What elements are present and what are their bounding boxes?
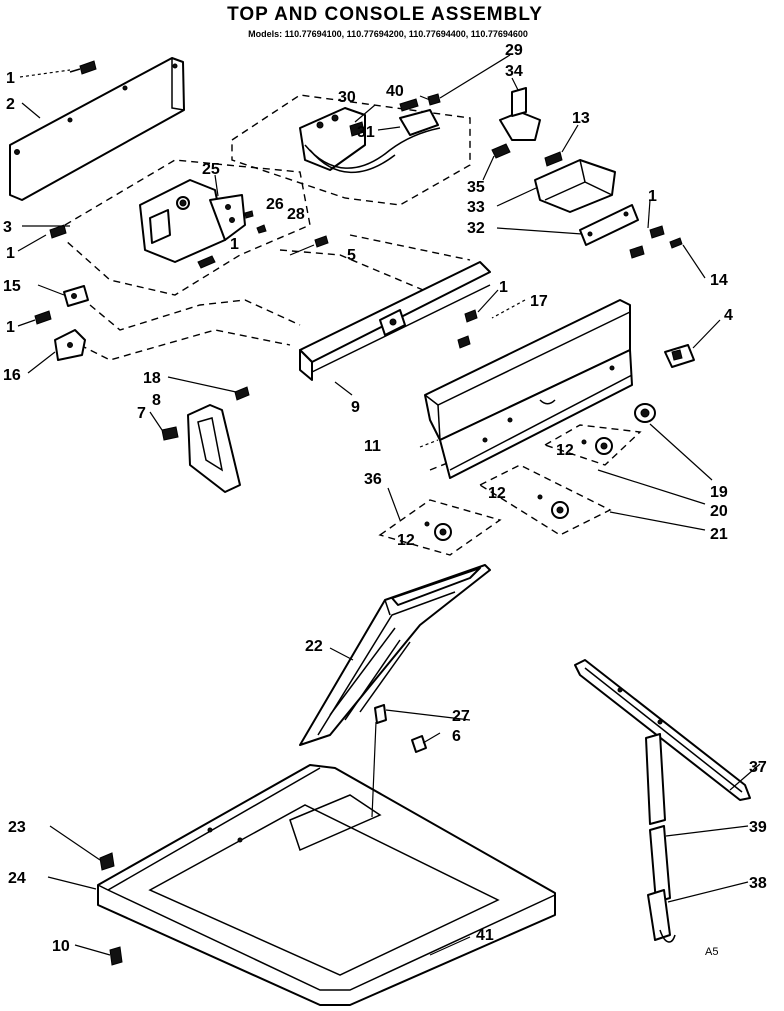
part-11-console xyxy=(424,299,633,479)
callout-33: 33 xyxy=(467,199,485,216)
callout-6: 6 xyxy=(452,728,461,745)
callout-22: 22 xyxy=(305,638,323,655)
callout-12: 12 xyxy=(397,532,415,549)
part-5-screw xyxy=(314,235,329,248)
part-4-terminal xyxy=(664,344,695,368)
callout-12: 12 xyxy=(488,485,506,502)
callout-14: 14 xyxy=(710,272,728,289)
part-1-screws-right xyxy=(629,225,683,259)
part-30-harness xyxy=(299,107,441,174)
part-18-screw xyxy=(234,386,250,401)
callout-1: 1 xyxy=(6,319,15,336)
leader-lines xyxy=(17,54,761,956)
callout-25: 25 xyxy=(202,161,220,178)
part-34-clip xyxy=(499,87,541,141)
callout-9: 9 xyxy=(351,399,360,416)
part-12-knob-b xyxy=(537,494,569,519)
part-24-top-panel xyxy=(97,764,556,1006)
part-23-screw xyxy=(99,852,115,871)
callout-26: 26 xyxy=(266,196,284,213)
callout-16: 16 xyxy=(3,367,21,384)
callout-27: 27 xyxy=(452,708,470,725)
part-27-plug xyxy=(374,704,387,724)
callout-40: 40 xyxy=(386,83,404,100)
part-8-end-cap xyxy=(187,404,241,493)
callout-1: 1 xyxy=(230,236,239,253)
callout-1: 1 xyxy=(6,245,15,262)
callout-3: 3 xyxy=(3,219,12,236)
part-15-switch xyxy=(63,285,89,307)
part-40-screw xyxy=(399,93,441,112)
part-12-knob-c xyxy=(424,521,452,541)
drawing-code: A5 xyxy=(705,946,718,958)
part-25-timer-bracket xyxy=(139,179,246,269)
part-10-screw xyxy=(109,946,123,966)
callout-30: 30 xyxy=(338,89,356,106)
callout-1: 1 xyxy=(6,70,15,87)
callout-15: 15 xyxy=(3,278,21,295)
part-32-strip xyxy=(579,204,639,246)
part-1-screw xyxy=(69,60,97,75)
page-title: TOP AND CONSOLE ASSEMBLY xyxy=(227,4,543,25)
callout-39: 39 xyxy=(749,819,767,836)
part-26-28-fasteners xyxy=(244,210,267,234)
callout-37: 37 xyxy=(749,759,767,776)
callout-32: 32 xyxy=(467,220,485,237)
callout-8: 8 xyxy=(152,392,161,409)
callout-24: 24 xyxy=(8,870,26,887)
part-12-knob-a xyxy=(581,437,613,455)
part-38-hinge xyxy=(647,889,676,943)
callout-41: 41 xyxy=(476,927,494,944)
part-22-lint-screen xyxy=(299,564,491,746)
callout-36: 36 xyxy=(364,471,382,488)
part-33-bracket xyxy=(534,159,616,213)
part-13-screw xyxy=(544,151,563,167)
callout-2: 2 xyxy=(6,96,15,113)
callout-13: 13 xyxy=(572,110,590,127)
callout-10: 10 xyxy=(52,938,70,955)
part-19-knob xyxy=(634,403,656,423)
callout-4: 4 xyxy=(724,307,733,324)
callout-17: 17 xyxy=(530,293,548,310)
part-7-clip xyxy=(161,426,179,441)
models-list: Models: 110.77694100, 110.77694200, 110.… xyxy=(248,29,528,39)
part-1-screw-left-lower xyxy=(34,310,52,325)
callout-35: 35 xyxy=(467,179,485,196)
callout-1: 1 xyxy=(648,188,657,205)
callout-19: 19 xyxy=(710,484,728,501)
callout-7: 7 xyxy=(137,405,146,422)
callout-labels: 1 2 3 1 15 1 16 25 26 28 1 5 30 31 40 29… xyxy=(3,42,767,955)
callout-1: 1 xyxy=(499,279,508,296)
part-16-bracket xyxy=(54,329,86,361)
callout-34: 34 xyxy=(505,63,523,80)
assembly-boundaries xyxy=(64,94,642,556)
part-6-clip xyxy=(411,735,427,753)
callout-28: 28 xyxy=(287,206,305,223)
part-35-fuse xyxy=(491,143,511,159)
callout-29: 29 xyxy=(505,42,523,59)
part-9-console-rail xyxy=(299,261,491,381)
callout-23: 23 xyxy=(8,819,26,836)
callout-18: 18 xyxy=(143,370,161,387)
callout-11: 11 xyxy=(364,438,381,455)
callout-21: 21 xyxy=(710,526,728,543)
part-39-hinge-pin xyxy=(645,733,671,903)
callout-31: 31 xyxy=(357,124,375,141)
part-1-screw-left-upper xyxy=(49,224,67,239)
callout-38: 38 xyxy=(749,875,767,892)
callout-20: 20 xyxy=(710,503,728,520)
callout-5: 5 xyxy=(347,247,356,264)
callout-12: 12 xyxy=(556,442,574,459)
part-37-lid-bar xyxy=(574,659,751,801)
part-2-rear-panel xyxy=(9,57,185,201)
